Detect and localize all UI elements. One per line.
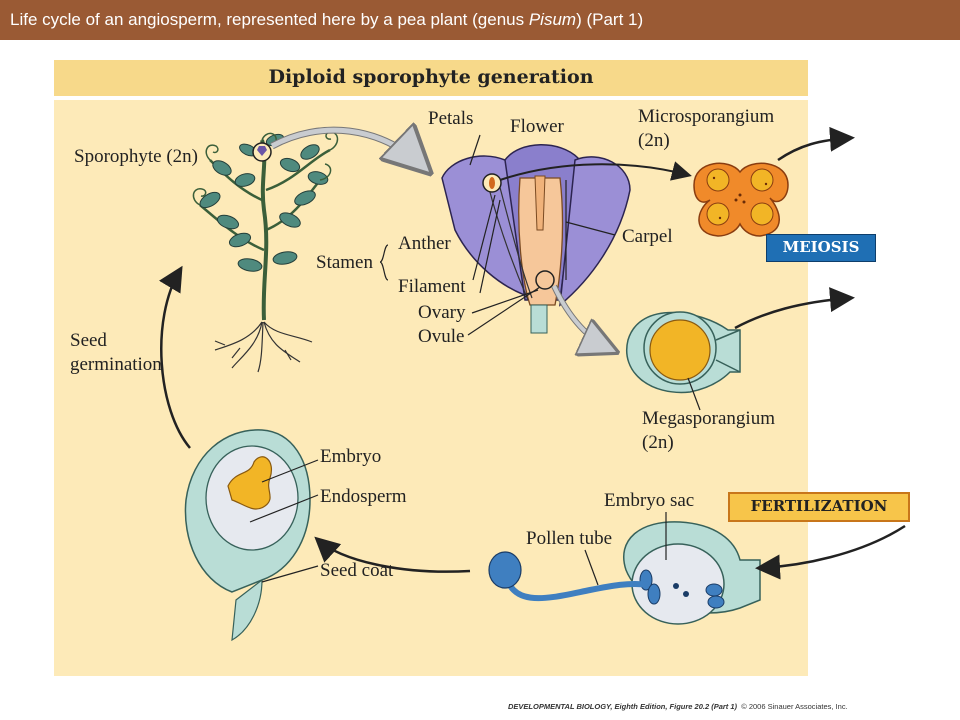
embryo-sac-ovule xyxy=(623,521,761,625)
copyright: © 2006 Sinauer Associates, Inc. xyxy=(741,702,848,711)
seed-germination-label-line1: Seed xyxy=(70,330,107,351)
title-suffix: ) (Part 1) xyxy=(576,10,644,29)
banner-divider xyxy=(54,96,808,100)
anther-label: Anther xyxy=(398,233,451,254)
title-prefix: Life cycle of an angiosperm, represented… xyxy=(10,10,529,29)
embryo-label: Embryo xyxy=(320,446,382,467)
microsporangium-ploidy-label: (2n) xyxy=(638,130,670,151)
pollen-tube xyxy=(488,551,649,602)
meiosis-box: MEIOSIS xyxy=(766,234,876,262)
banner-title: Diploid sporophyte generation xyxy=(268,66,594,88)
meiosis-female-arrow xyxy=(734,287,855,330)
filament-label: Filament xyxy=(398,276,466,297)
leader-lines xyxy=(249,134,701,586)
stamen-label: Stamen xyxy=(316,252,373,273)
sporophyte-label: Sporophyte (2n) xyxy=(74,146,199,167)
pollen-tube-label: Pollen tube xyxy=(526,528,613,549)
fertilization-arrow xyxy=(755,524,906,580)
seed xyxy=(184,429,311,642)
book-citation: DEVELOPMENTAL BIOLOGY, Eighth Edition, F… xyxy=(508,702,738,711)
sporophyte-plant xyxy=(192,131,339,373)
germination-arrow xyxy=(159,265,191,449)
endosperm-label: Endosperm xyxy=(320,486,407,507)
fertilization-box: FERTILIZATION xyxy=(728,492,910,522)
flower xyxy=(441,144,631,334)
meiosis-male-arrow xyxy=(777,126,855,162)
title-genus: Pisum xyxy=(528,10,577,29)
figure-credit: DEVELOPMENTAL BIOLOGY, Eighth Edition, F… xyxy=(508,702,848,711)
plant-to-flower-arrow xyxy=(270,130,425,168)
seed-coat-arrow xyxy=(314,536,471,573)
embryo-sac-label: Embryo sac xyxy=(604,490,695,511)
flower-label: Flower xyxy=(510,116,564,137)
ovule-label: Ovule xyxy=(418,326,465,347)
megasporangium-ploidy-label: (2n) xyxy=(642,432,674,453)
microsporangium-label: Microsporangium xyxy=(638,106,775,127)
generation-banner: Diploid sporophyte generation xyxy=(54,60,808,96)
megasporangium-label: Megasporangium xyxy=(642,408,775,429)
petals-label: Petals xyxy=(428,108,474,129)
anther-to-microsporangium-arrow xyxy=(499,161,692,181)
ovary-label: Ovary xyxy=(418,302,466,323)
slide-title: Life cycle of an angiosperm, represented… xyxy=(10,10,643,30)
seed-germination-label-line2: germination xyxy=(70,354,162,375)
ovule-to-megasporangium-arrow xyxy=(552,285,612,350)
microsporangium xyxy=(693,162,789,237)
carpel-label: Carpel xyxy=(622,226,673,247)
megasporangium xyxy=(625,311,741,394)
title-bar: Life cycle of an angiosperm, represented… xyxy=(0,0,960,40)
seed-coat-label: Seed coat xyxy=(320,560,394,581)
